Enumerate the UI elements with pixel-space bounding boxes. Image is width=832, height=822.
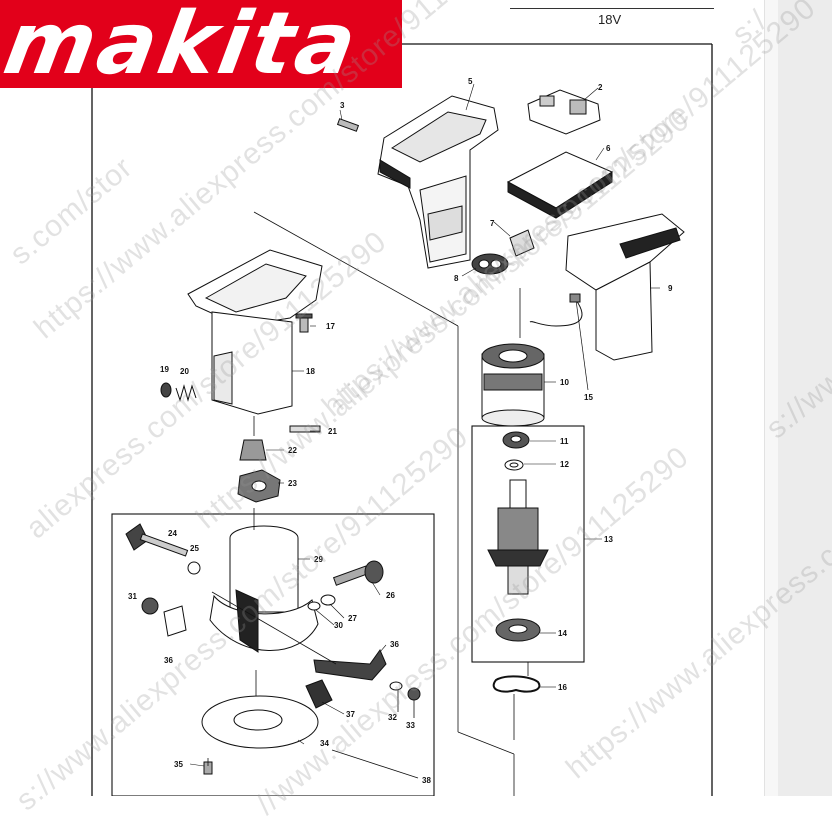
part-23-nut (237, 469, 281, 503)
label-31: 32 (388, 713, 397, 722)
part-24-knob (125, 523, 189, 557)
label-12: 12 (560, 460, 569, 469)
label-35: 36 (164, 656, 173, 665)
label-14: 15 (584, 393, 593, 402)
label-9: 9 (668, 284, 673, 293)
part-32-nut (407, 687, 421, 701)
label-32: 33 (406, 721, 415, 730)
header-rule (510, 8, 714, 9)
part-labels: 5 2 3 6 7 8 9 10 15 11 12 13 14 16 17 18… (128, 77, 673, 785)
part-8-grommet (471, 253, 509, 275)
label-33: 34 (320, 739, 329, 748)
label-18: 18 (306, 367, 315, 376)
label-27: 27 (348, 614, 357, 623)
label-34: 35 (174, 760, 183, 769)
page-gutter (778, 0, 832, 796)
label-30: 31 (128, 592, 137, 601)
part-7-plate (509, 229, 535, 257)
makita-logo: makita (0, 0, 402, 94)
label-7: 7 (490, 219, 495, 228)
part-33-subbase (201, 695, 319, 749)
part-5-housing (377, 95, 499, 269)
part-2-switch (527, 89, 601, 135)
part-28-base (209, 525, 319, 653)
part-35-clip (163, 605, 187, 637)
label-16: 16 (558, 683, 567, 692)
part-18-base (187, 249, 323, 415)
part-3-screw (336, 118, 360, 132)
label-6: 6 (606, 144, 611, 153)
part-20-spring (175, 384, 197, 402)
part-9-housing (565, 213, 685, 361)
part-19-cap (160, 382, 172, 398)
assembly-lines (207, 211, 529, 796)
label-20: 20 (180, 367, 189, 376)
part-11-bearing (502, 431, 530, 449)
label-26: 26 (386, 591, 395, 600)
label-10: 10 (560, 378, 569, 387)
label-19: 19 (160, 365, 169, 374)
base-group-box (111, 513, 435, 796)
label-22: 22 (288, 446, 297, 455)
scrollbar-track[interactable] (764, 0, 779, 796)
label-21: 21 (328, 427, 337, 436)
part-17-screw (295, 313, 313, 333)
label-17: 17 (326, 322, 335, 331)
part-22-collet (239, 439, 267, 461)
label-23: 23 (288, 479, 297, 488)
label-8: 8 (454, 274, 459, 283)
part-37-tab (305, 679, 333, 709)
label-25: 25 (190, 544, 199, 553)
label-28: 29 (314, 555, 323, 564)
part-12-washer (504, 459, 524, 471)
part-31-washer (389, 681, 403, 691)
part-36-lever (313, 648, 387, 681)
label-2: 2 (598, 83, 603, 92)
part-13-armature (487, 479, 549, 595)
label-13: 13 (604, 535, 613, 544)
part-29-washer (307, 601, 321, 611)
exploded-parts-diagram: 5 2 3 6 7 8 9 10 15 11 12 13 14 16 17 18… (91, 43, 713, 796)
label-24: 24 (168, 529, 177, 538)
voltage-label: 18V (598, 12, 622, 27)
label-29: 30 (334, 621, 343, 630)
label-37: 37 (346, 710, 355, 719)
part-27-washer (320, 594, 336, 606)
part-15-bearing (495, 618, 541, 642)
label-11: 11 (560, 437, 569, 446)
part-21-pin (289, 425, 321, 433)
part-6-cover (506, 151, 614, 219)
label-15: 14 (558, 629, 567, 638)
label-5: 5 (468, 77, 473, 86)
label-38: 38 (422, 776, 431, 785)
part-25-washer (187, 561, 201, 575)
part-26-screw (332, 560, 384, 586)
part-10-field (481, 343, 545, 427)
label-3: 3 (340, 101, 345, 110)
part-30-nut (141, 597, 159, 615)
part-14-wire (529, 293, 589, 391)
outer-frame (91, 43, 713, 796)
label-36: 36 (390, 640, 399, 649)
part-16-ring (492, 675, 541, 693)
leader-lines (189, 83, 660, 767)
